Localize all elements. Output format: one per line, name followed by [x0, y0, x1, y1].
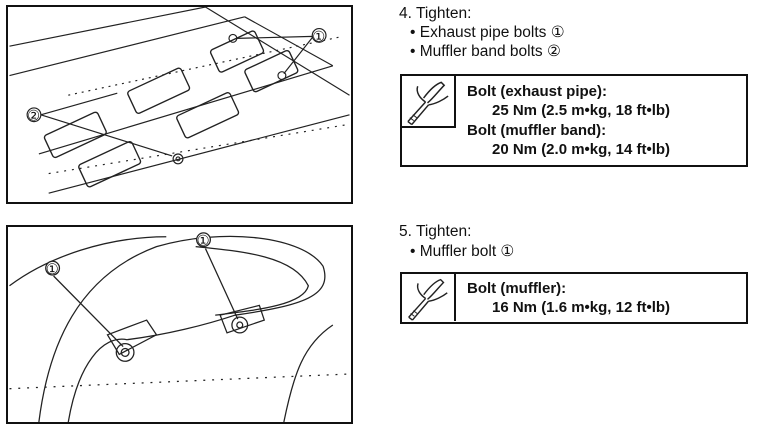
- step5-heading: 5. Tighten:: [399, 223, 472, 240]
- step4-bullet-muffler-band: • Muffler band bolts ②: [410, 43, 561, 60]
- torque-spec-box-step5: Bolt (muffler): 16 Nm (1.6 m•kg, 12 ft•l…: [400, 272, 748, 324]
- spec-value-muffler: 16 Nm (1.6 m•kg, 12 ft•lb): [492, 299, 671, 316]
- step4-heading: 4. Tighten:: [399, 5, 472, 22]
- torque-wrench-icon: [402, 274, 456, 321]
- step5-bullet-muffler-bolt: • Muffler bolt ①: [410, 243, 515, 260]
- torque-spec-box-step4: Bolt (exhaust pipe): 25 Nm (2.5 m•kg, 18…: [400, 74, 748, 167]
- figure-exhaust-pipe-bolts: ① ②: [6, 5, 353, 204]
- spec-value-exhaust-pipe: 25 Nm (2.5 m•kg, 18 ft•lb): [492, 102, 671, 119]
- callout-1: ①: [312, 29, 325, 45]
- figure-muffler-bolt: ① ①: [6, 225, 353, 424]
- callout-1b: ①: [197, 234, 210, 250]
- spec-label-muffler-band: Bolt (muffler band):: [467, 122, 607, 139]
- spec-value-muffler-band: 20 Nm (2.0 m•kg, 14 ft•lb): [492, 141, 671, 158]
- torque-wrench-icon: [402, 76, 456, 128]
- step4-bullet-exhaust: • Exhaust pipe bolts ①: [410, 24, 565, 41]
- spec-label-muffler: Bolt (muffler):: [467, 280, 567, 297]
- spec-label-exhaust-pipe: Bolt (exhaust pipe):: [467, 83, 608, 100]
- callout-1a: ①: [46, 262, 59, 278]
- callout-2: ②: [27, 109, 40, 125]
